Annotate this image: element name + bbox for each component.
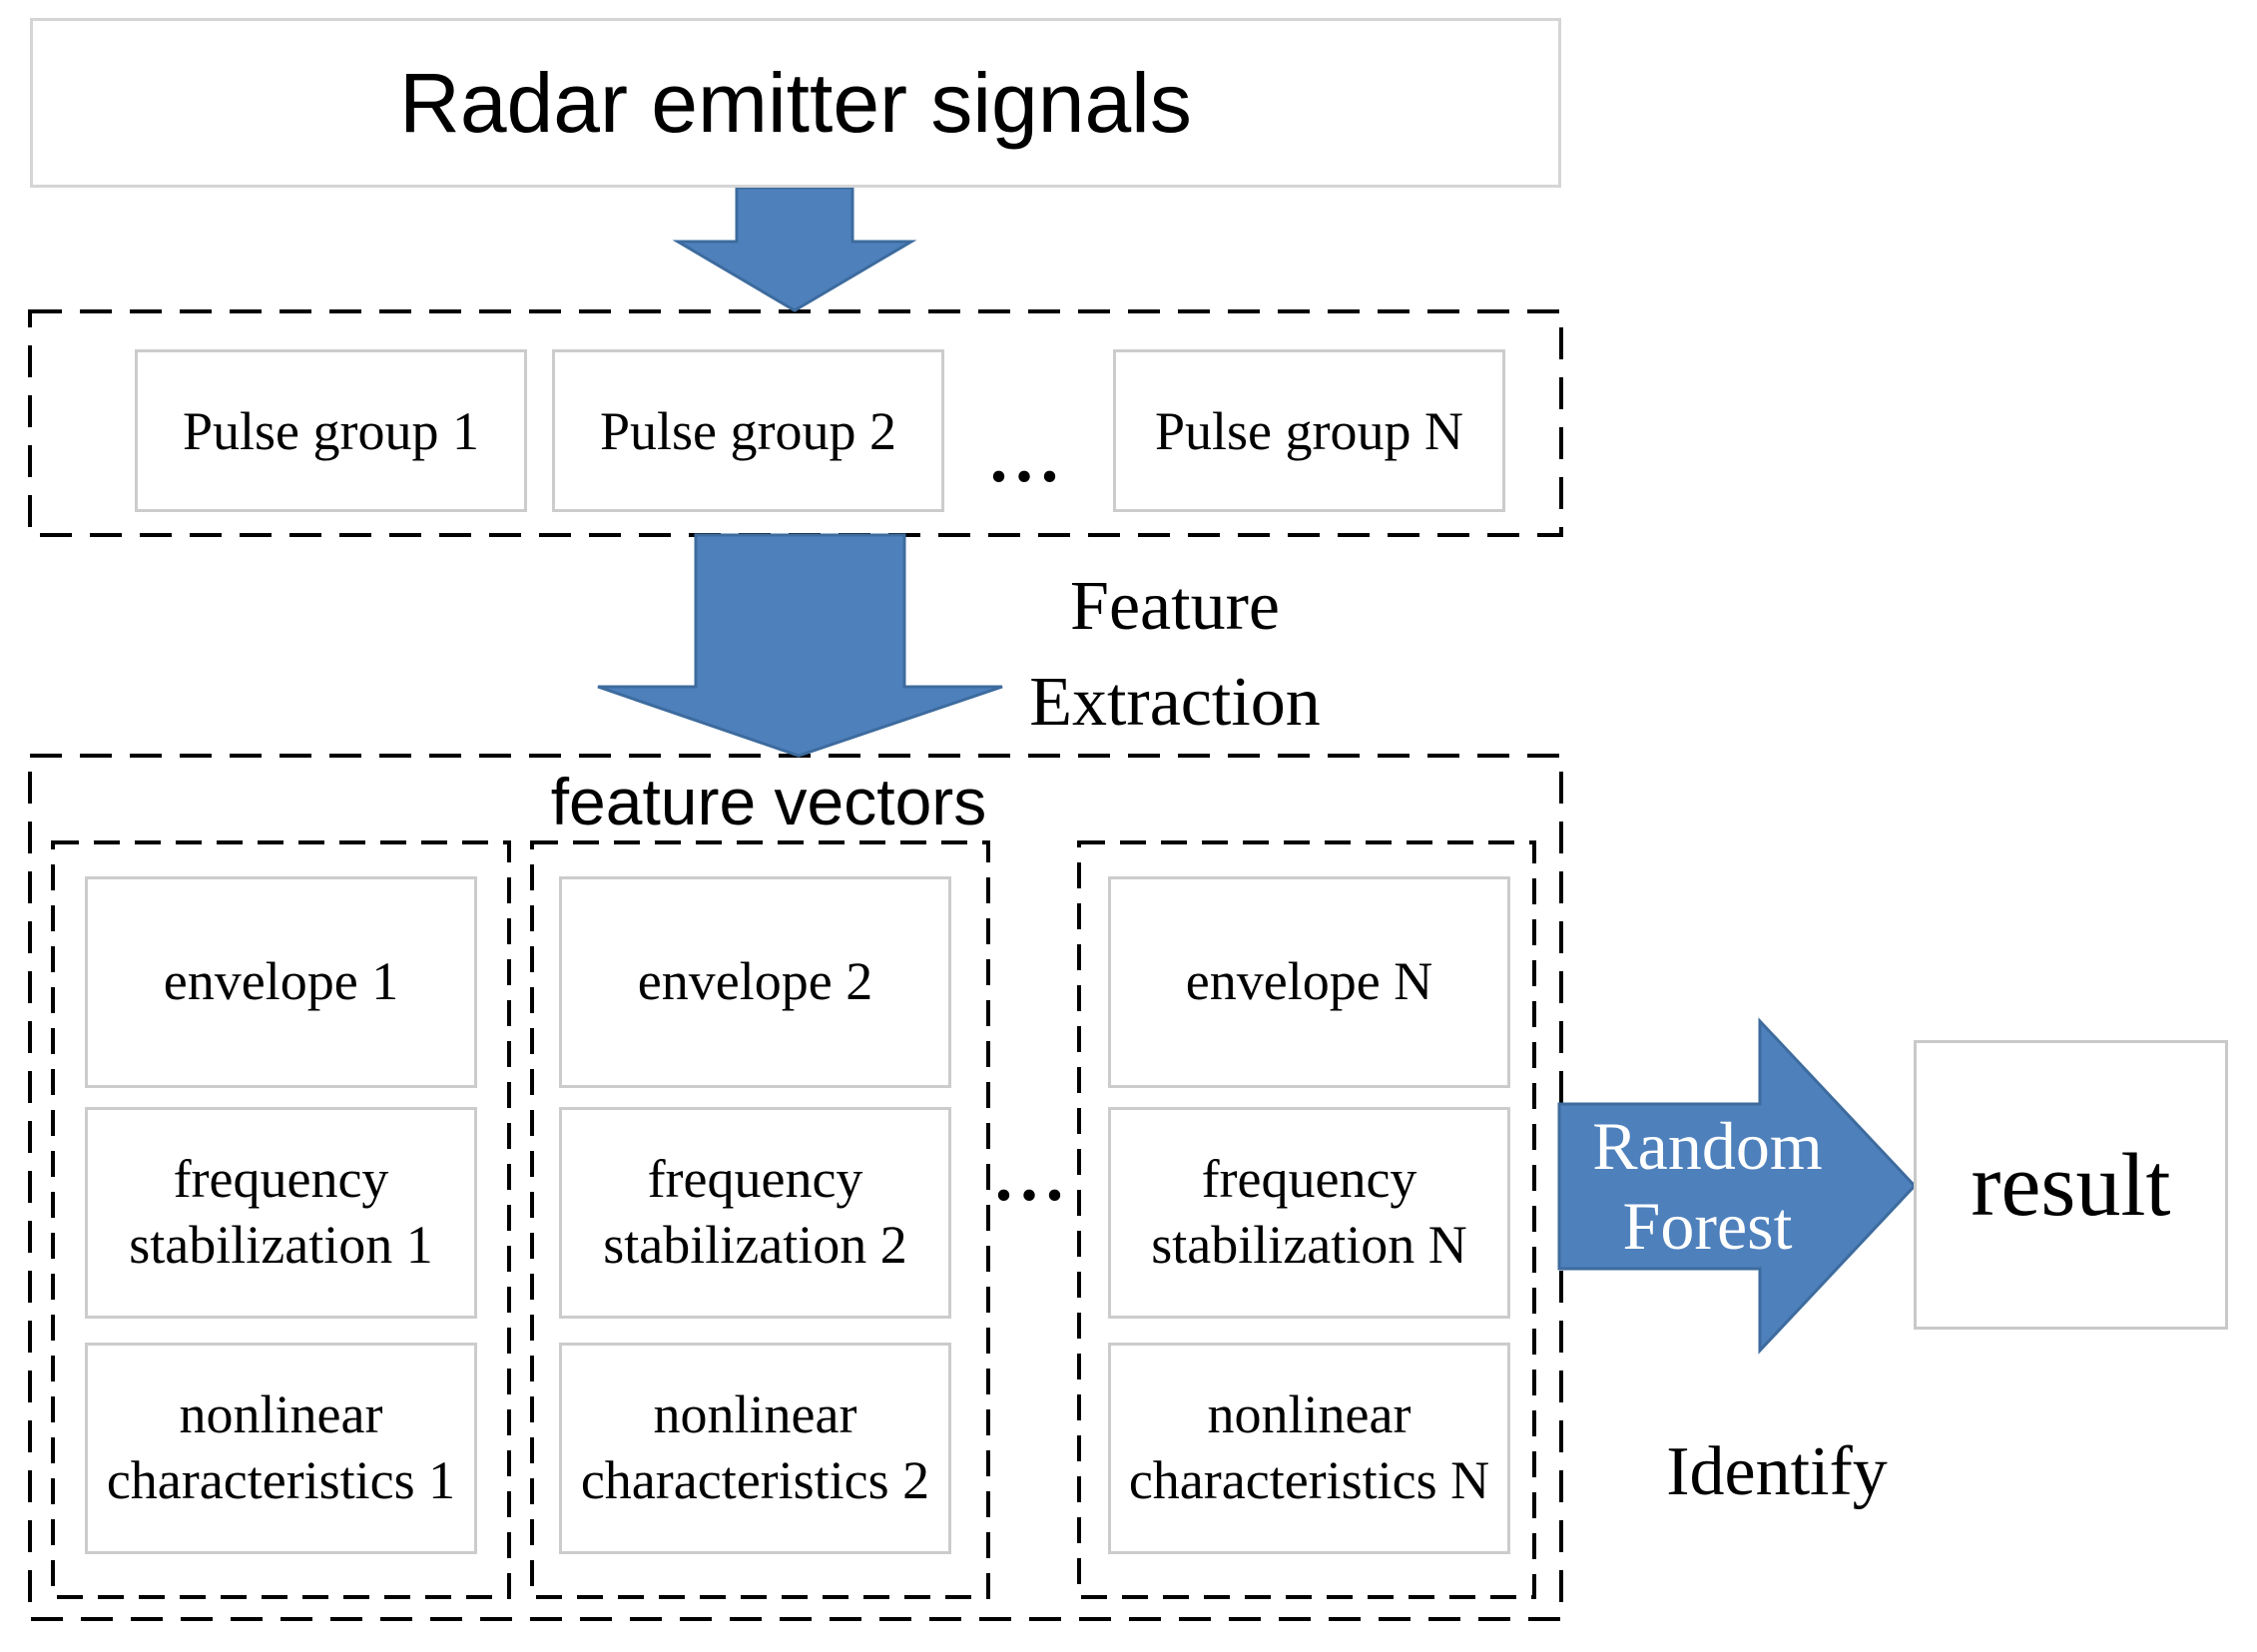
identify-label: Identify — [1666, 1433, 1888, 1510]
feature-extraction-down-arrow-icon — [597, 533, 1003, 758]
nonlinear-characteristics-2-box: nonlinear characteristics 2 — [559, 1343, 951, 1554]
feature-column-1-dashed-box — [51, 840, 511, 1599]
result-label: result — [1971, 1135, 2171, 1235]
pulse-group-n-box: Pulse group N — [1113, 349, 1505, 512]
pulse-groups-ellipsis: ... — [989, 420, 1067, 497]
feature-column-n-dashed-box — [1077, 840, 1536, 1599]
pulse-group-2-box: Pulse group 2 — [552, 349, 944, 512]
envelope-2-box: envelope 2 — [559, 876, 951, 1088]
frequency-stabilization-1-box: frequency stabilization 1 — [85, 1107, 477, 1319]
envelope-n-box: envelope N — [1108, 876, 1510, 1088]
frequency-stabilization-2-box: frequency stabilization 2 — [559, 1107, 951, 1319]
feature-extraction-label: Feature Extraction — [1029, 568, 1321, 741]
feature-vectors-title: feature vectors — [550, 765, 987, 838]
radar-emitter-signals-label: Radar emitter signals — [399, 55, 1192, 150]
nonlinear-characteristics-n-box: nonlinear characteristics N — [1108, 1343, 1510, 1554]
random-forest-right-arrow-icon — [1557, 1017, 1918, 1355]
pulse-group-1-box: Pulse group 1 — [135, 349, 527, 512]
frequency-stabilization-n-box: frequency stabilization N — [1108, 1107, 1510, 1319]
down-arrow-icon — [672, 186, 917, 312]
random-forest-label: Random Forest — [1592, 1107, 1823, 1264]
feature-columns-ellipsis: ... — [994, 1139, 1072, 1216]
feature-column-2-dashed-box — [530, 840, 990, 1599]
pulse-group-n-label: Pulse group N — [1155, 400, 1463, 461]
envelope-1-box: envelope 1 — [85, 876, 477, 1088]
radar-emitter-signals-box: Radar emitter signals — [30, 18, 1561, 188]
pulse-group-2-label: Pulse group 2 — [600, 400, 896, 461]
result-box: result — [1914, 1040, 2228, 1330]
pulse-group-1-label: Pulse group 1 — [183, 400, 479, 461]
nonlinear-characteristics-1-box: nonlinear characteristics 1 — [85, 1343, 477, 1554]
